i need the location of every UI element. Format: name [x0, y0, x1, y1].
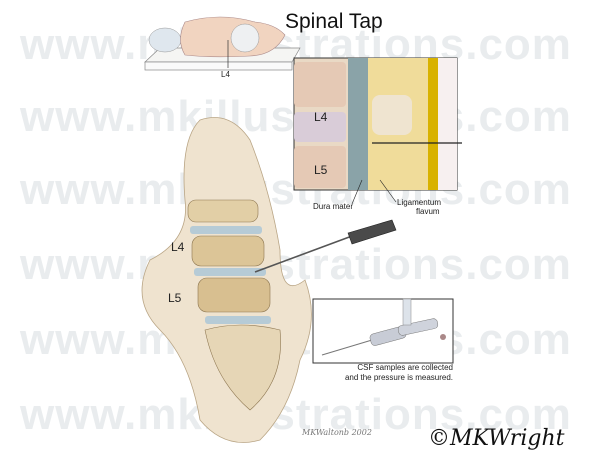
- caption-line-2: and the pressure is measured.: [344, 373, 453, 382]
- caption-line-1: CSF samples are collected: [357, 363, 453, 372]
- ligamentum-label-1: Ligamentum: [397, 198, 442, 207]
- csf-caption: CSF samples are collected and the pressu…: [300, 363, 453, 383]
- dura-mater-label: Dura mater: [313, 202, 354, 211]
- watermark: www.mkillustrations.com: [20, 240, 572, 289]
- spine-l5-label: L5: [168, 291, 182, 305]
- inset-csf-collection: [312, 298, 454, 364]
- spine-l4-label: L4: [171, 240, 185, 254]
- inset-l4-label: L4: [314, 110, 328, 124]
- lumbar-spine: [141, 117, 312, 443]
- inset-l5-label: L5: [314, 163, 328, 177]
- spinal-needle: [254, 219, 397, 273]
- watermark: www.mkillustrations.com: [20, 390, 572, 439]
- page-title: Spinal Tap: [285, 10, 383, 33]
- copyright-signature: ©MKWright: [428, 426, 565, 451]
- patient-l4-label: L4: [221, 70, 230, 79]
- inset-cross-section: [293, 57, 462, 205]
- ligamentum-label-2: flavum: [416, 207, 440, 216]
- patient-figure: [144, 16, 301, 71]
- artist-signature: MKWaltonb 2002: [302, 428, 372, 437]
